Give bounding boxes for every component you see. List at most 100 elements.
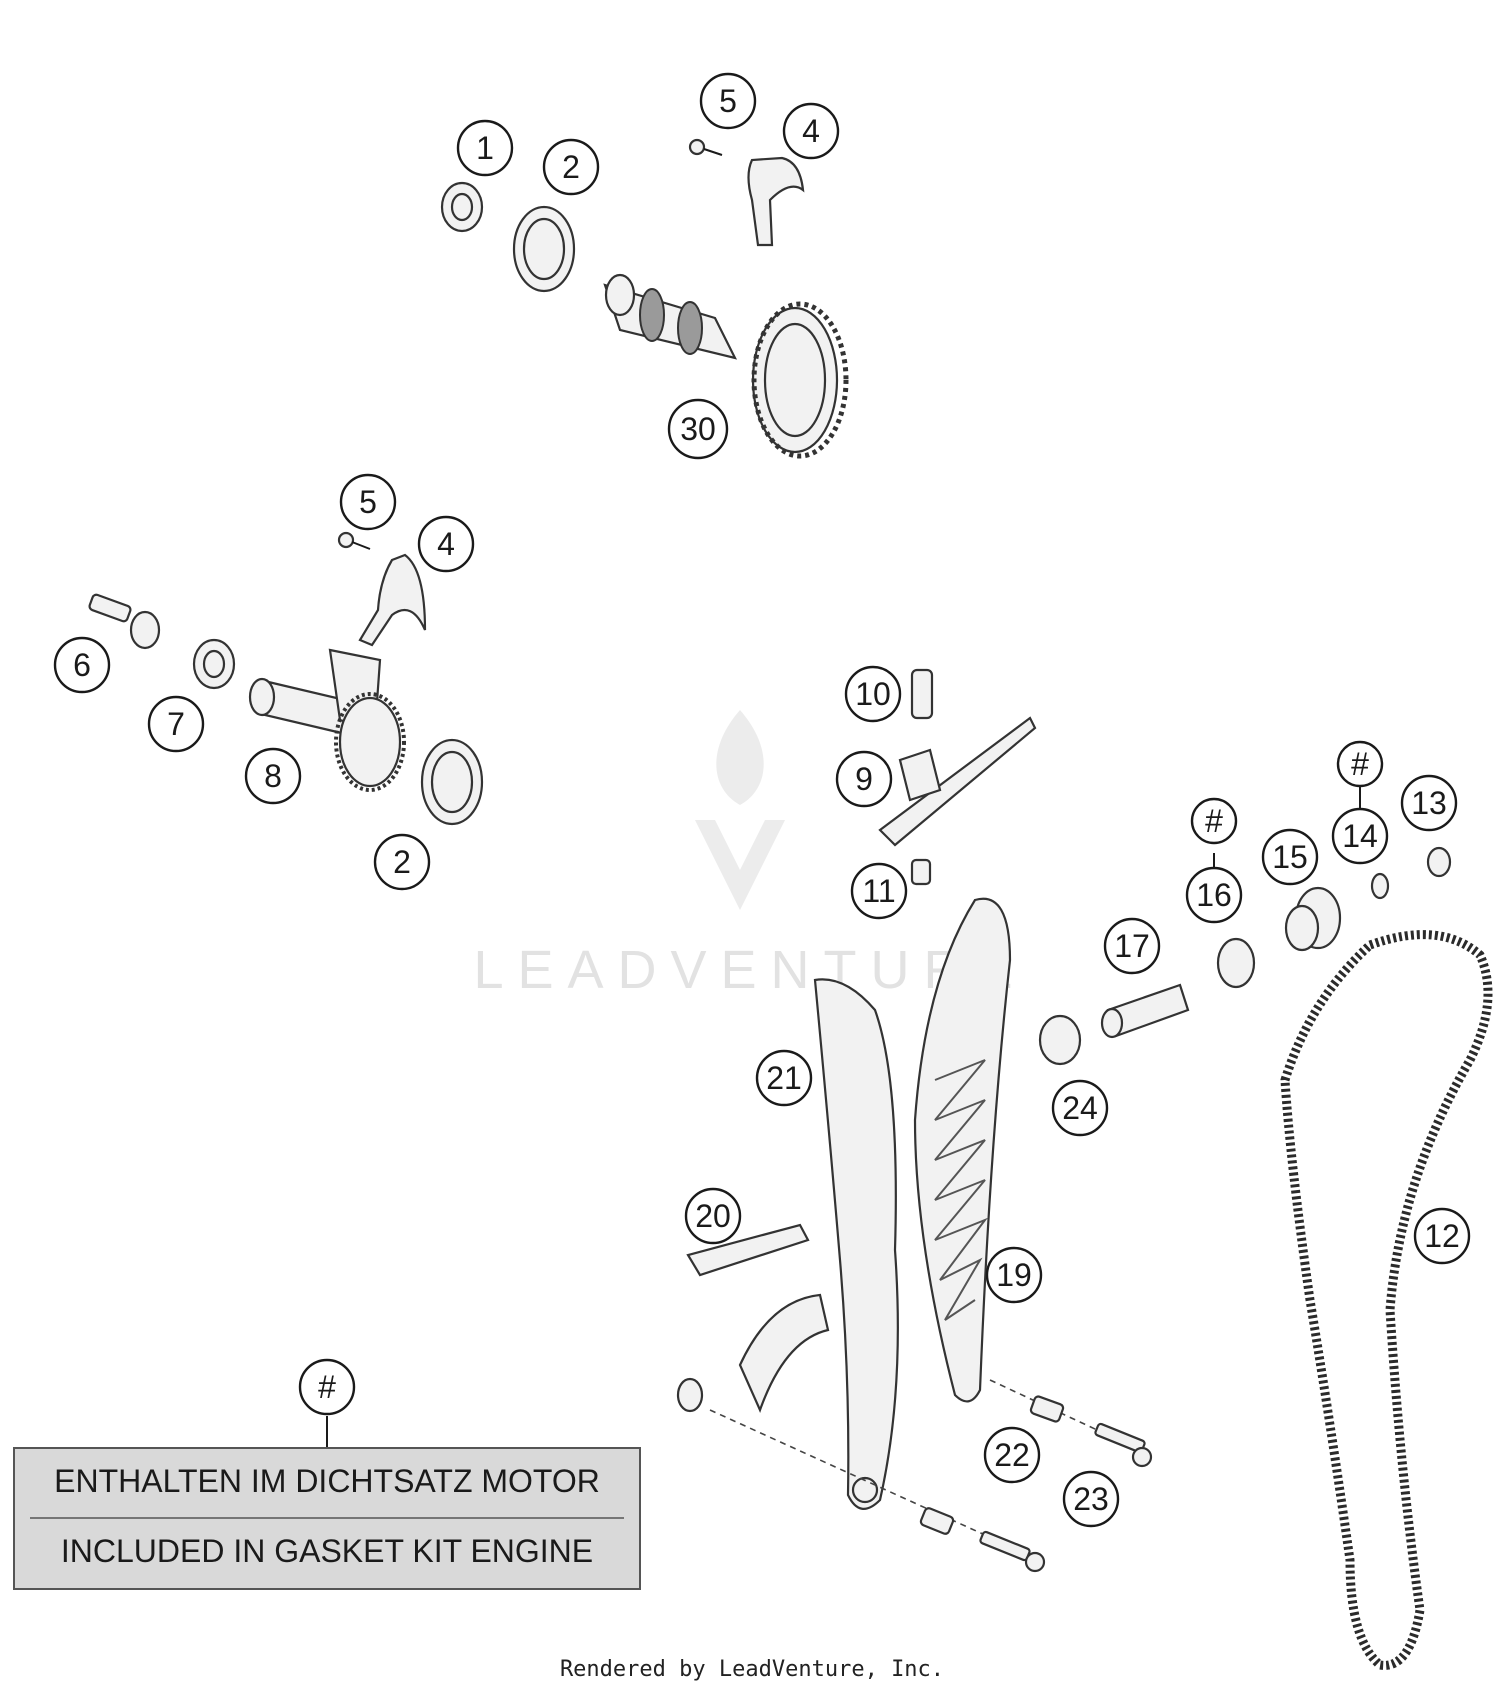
watermark: LEADVENTURE	[473, 710, 1026, 1000]
cam-sprocket-part-8-teeth	[334, 692, 406, 792]
guide-rail-part-21-pivot	[851, 1476, 879, 1504]
callout-16: 16	[1185, 866, 1243, 924]
callout-2-upper: 2	[542, 138, 600, 196]
callout-14: 14	[1331, 807, 1389, 865]
bearing-ring-part-2b-bore	[430, 750, 474, 814]
lever-part-4	[747, 156, 805, 247]
svg-text:5: 5	[719, 83, 737, 119]
cam-lobe-b	[677, 301, 703, 355]
svg-text:12: 12	[1424, 1218, 1460, 1254]
bolt-part-23b-head	[1024, 1551, 1046, 1573]
callout-15: 15	[1261, 828, 1319, 886]
callout-20: 20	[684, 1187, 742, 1245]
svg-text:1: 1	[476, 130, 494, 166]
svg-text:2: 2	[562, 149, 580, 185]
bushing-part-22	[1029, 1395, 1065, 1423]
callout-30: 30	[667, 398, 729, 460]
sensor-part-6-bracket	[88, 593, 132, 623]
callout-7: 7	[147, 695, 205, 753]
screw-part-5-shank	[703, 148, 723, 156]
svg-text:30: 30	[680, 411, 716, 447]
cam-sprocket-teeth	[751, 301, 849, 459]
gasket-kit-note: ENTHALTEN IM DICHTSATZ MOTOR INCLUDED IN…	[13, 1447, 641, 1590]
screw-part-5-head	[688, 138, 706, 156]
svg-text:14: 14	[1342, 818, 1378, 854]
cam-lobe-a	[639, 288, 665, 342]
seal-ring-part-16	[1216, 937, 1256, 989]
svg-text:2: 2	[393, 844, 411, 880]
guide-part-20-clip	[738, 1293, 830, 1413]
svg-text:23: 23	[1073, 1481, 1109, 1517]
callout-22: 22	[983, 1426, 1041, 1484]
callout-24: 24	[1051, 1079, 1109, 1137]
bearing-part-1-bore	[450, 192, 474, 222]
bearing-ring-part-2-bore	[522, 217, 566, 281]
guide-rail-part-9	[878, 716, 1037, 847]
screw-part-5b-head	[337, 531, 355, 549]
guide-rail-part-21	[813, 978, 899, 1510]
callout-4-upper: 4	[782, 102, 840, 160]
callout-6: 6	[53, 636, 111, 694]
plug-part-13	[1426, 846, 1452, 878]
tensioner-part-17-end	[1100, 1007, 1124, 1039]
bushing-part-22b	[919, 1507, 955, 1535]
bolt-part-10	[910, 668, 934, 720]
lever-part-4b	[358, 553, 427, 647]
svg-text:#: #	[318, 1369, 336, 1405]
watermark-v-icon	[695, 820, 785, 910]
callout-2-lower: 2	[373, 833, 431, 891]
screw-part-5b-shank	[351, 541, 371, 550]
svg-text:11: 11	[862, 873, 895, 909]
seal-ring-part-24	[1038, 1014, 1082, 1066]
callout-17: 17	[1103, 917, 1161, 975]
nut-part-11	[910, 858, 932, 886]
svg-text:#: #	[1205, 803, 1223, 839]
guide-part-20-bushing	[676, 1377, 704, 1413]
svg-text:19: 19	[996, 1257, 1032, 1293]
bolt-part-23b	[979, 1530, 1031, 1562]
note-line-english: INCLUDED IN GASKET KIT ENGINE	[61, 1533, 593, 1569]
tension-rail-part-19-ribs	[934, 1059, 988, 1321]
svg-text:21: 21	[766, 1060, 802, 1096]
svg-text:8: 8	[264, 758, 282, 794]
bolt-part-23-head	[1131, 1446, 1153, 1468]
svg-text:24: 24	[1062, 1090, 1098, 1126]
cam-sprocket-part-8	[338, 696, 402, 788]
guide-rail-part-9-mount	[898, 748, 942, 802]
callout-note-hash: #	[298, 1358, 356, 1416]
svg-text:#: #	[1351, 746, 1369, 782]
callout-23: 23	[1062, 1470, 1120, 1528]
screw-plug-part-15-face	[1284, 904, 1320, 952]
svg-text:17: 17	[1114, 928, 1150, 964]
callout-8: 8	[244, 747, 302, 805]
watermark-flame-icon	[716, 710, 764, 805]
svg-text:13: 13	[1411, 785, 1447, 821]
svg-text:15: 15	[1272, 839, 1308, 875]
lower-camshaft-group	[88, 531, 484, 826]
guide-rail-group	[878, 668, 1037, 886]
svg-text:5: 5	[359, 484, 377, 520]
callout-16-hash: #	[1190, 797, 1238, 845]
camshaft-b-end	[248, 677, 276, 717]
guide-part-20	[686, 1223, 810, 1277]
svg-text:16: 16	[1196, 877, 1232, 913]
bearing-part-7-bore	[202, 649, 226, 679]
svg-text:4: 4	[802, 113, 820, 149]
fasteners-group	[709, 1379, 1153, 1573]
sensor-part-6-body	[129, 610, 161, 650]
callout-12: 12	[1413, 1207, 1471, 1265]
svg-text:4: 4	[437, 526, 455, 562]
svg-text:20: 20	[695, 1198, 731, 1234]
callout-21: 21	[755, 1049, 813, 1107]
timing-chain-group	[1280, 930, 1493, 1670]
svg-text:10: 10	[855, 676, 891, 712]
watermark-brand: LEADVENTURE	[473, 940, 1026, 1000]
callout-11: 11	[850, 862, 908, 920]
chain-rails-group	[676, 897, 1012, 1510]
callout-5-lower: 5	[339, 473, 397, 531]
callout-4-lower: 4	[417, 515, 475, 573]
cam-sprocket-hub	[763, 322, 827, 438]
callout-19: 19	[985, 1246, 1043, 1304]
tensioner-group	[1038, 846, 1452, 1066]
